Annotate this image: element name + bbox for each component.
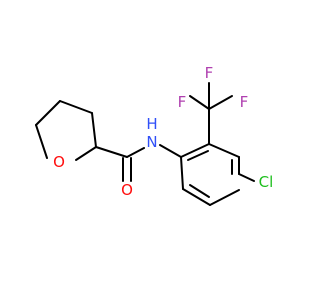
bond-thf-c2-to-o (75, 146, 97, 161)
molecule-structure: O O N H Cl F F F (35, 64, 274, 206)
bond-cf3-to-f-right (189, 95, 210, 110)
bond-thf-c5-to-c4 (35, 100, 61, 126)
bond-cf3-to-f-top-right (208, 95, 233, 110)
bond-thf-c4-to-c3 (59, 100, 93, 114)
bond-aryl-inner-c (189, 184, 210, 198)
bond-aryl-4-5 (209, 189, 240, 206)
ring-oxygen-label: O (53, 153, 65, 171)
bond-aryl-6-1 (180, 156, 184, 190)
bonds (35, 82, 240, 206)
amide-hydrogen-label: H (146, 115, 157, 133)
bond-thf-o-to-c5 (35, 124, 48, 159)
bond-thf-c3-to-c2 (91, 112, 97, 148)
bond-aryl-1-2 (180, 143, 210, 158)
bond-aryl-4-to-cl (238, 173, 255, 182)
fluorine-top-left-label: F (205, 64, 214, 82)
amide-nitrogen-label: N (146, 133, 157, 151)
bond-n-to-aryl (159, 144, 182, 158)
bond-aryl-5-6 (182, 188, 211, 206)
bond-aryl-inner-a (187, 150, 209, 161)
carbonyl-oxygen-label: O (121, 181, 133, 199)
bond-carbonyl-to-n (126, 147, 145, 158)
fluorine-right-label: F (178, 93, 187, 111)
bond-c2-to-carbonyl (95, 146, 128, 158)
fluorine-top-right-label: F (240, 93, 249, 111)
chlorine-label: Cl (259, 173, 274, 191)
bond-aryl-2-3 (208, 143, 240, 158)
